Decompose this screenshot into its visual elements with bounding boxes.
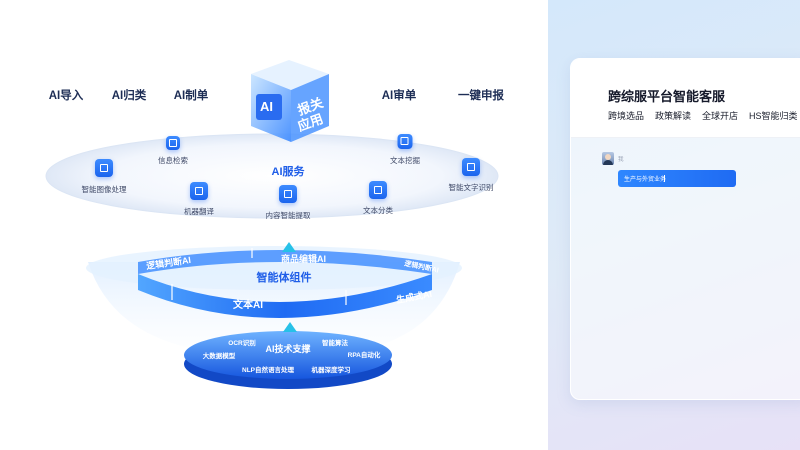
tech-item: 大数据模型 bbox=[202, 353, 236, 360]
service-label: 机器翻译 bbox=[184, 207, 214, 216]
tech-item: 智能算法 bbox=[322, 340, 348, 347]
avatar bbox=[602, 152, 614, 165]
text-classify-icon bbox=[369, 181, 387, 199]
tab-cross-border-selection[interactable]: 跨境选品 bbox=[608, 111, 645, 121]
tech-item: NLP自然语言处理 bbox=[242, 367, 294, 374]
process-ai-review: AI审单 bbox=[381, 90, 417, 102]
service-label: 智能文字识别 bbox=[448, 183, 494, 192]
message-bubble: 生产与外贸业务 bbox=[618, 170, 736, 187]
agent-name: 我 bbox=[618, 157, 624, 163]
tab-policy-interpretation[interactable]: 政策解读 bbox=[655, 111, 692, 121]
text-cursor bbox=[664, 175, 665, 182]
service-label: 文本分类 bbox=[363, 206, 393, 215]
tech-support-title: AI技术支撑 bbox=[265, 344, 311, 354]
image-process-icon bbox=[95, 159, 113, 177]
card-title: 跨综服平台智能客服 bbox=[608, 89, 726, 104]
ring-segment-text-ai: 文本AI bbox=[233, 300, 263, 311]
ring-segment-product-edit: 商品编辑AI bbox=[281, 254, 327, 264]
services-title: AI服务 bbox=[271, 166, 305, 178]
process-ai-bill: AI制单 bbox=[173, 90, 209, 102]
translate-icon bbox=[190, 182, 208, 200]
service-label: 信息检索 bbox=[158, 156, 188, 165]
tab-hs-classification[interactable]: HS智能归类 bbox=[749, 111, 798, 121]
service-label: 内容智能提取 bbox=[265, 211, 311, 220]
customer-service-card: 跨综服平台智能客服 跨境选品 政策解读 全球开店 HS智能归类 bbox=[570, 58, 800, 400]
cube-badge: AI bbox=[260, 99, 273, 114]
agent-components-title: 智能体组件 bbox=[256, 272, 312, 284]
process-ai-classify: AI归类 bbox=[111, 90, 147, 102]
agent-ring-back bbox=[138, 250, 432, 274]
tab-global-store[interactable]: 全球开店 bbox=[702, 111, 739, 121]
tech-item: RPA自动化 bbox=[347, 352, 381, 359]
tech-item: OCR识别 bbox=[228, 340, 256, 347]
service-label: 文本挖掘 bbox=[390, 156, 420, 165]
tech-disk-top bbox=[184, 331, 392, 379]
content-extract-icon bbox=[279, 185, 297, 203]
arrow-up-agent bbox=[282, 242, 296, 252]
diagram-graphics bbox=[45, 60, 499, 389]
text-mining-icon bbox=[397, 134, 413, 149]
tech-item: 机器深度学习 bbox=[311, 367, 351, 374]
arrow-up-tech bbox=[283, 322, 297, 332]
text-recognition-icon bbox=[462, 158, 480, 176]
info-search-icon bbox=[166, 136, 180, 150]
message-text: 生产与外贸业务 bbox=[624, 177, 667, 183]
ai-customs-diagram: AI导入 AI归类 AI制单 AI审单 一键申报 AI 报关 应用 AI服务 智… bbox=[45, 60, 504, 389]
service-label: 智能图像处理 bbox=[81, 185, 127, 194]
agent-ring-front bbox=[138, 274, 432, 318]
process-ai-import: AI导入 bbox=[48, 90, 84, 102]
customs-cube bbox=[251, 60, 329, 142]
process-one-click-declare: 一键申报 bbox=[458, 90, 504, 102]
card-header: 跨综服平台智能客服 跨境选品 政策解读 全球开店 HS智能归类 bbox=[571, 59, 800, 138]
